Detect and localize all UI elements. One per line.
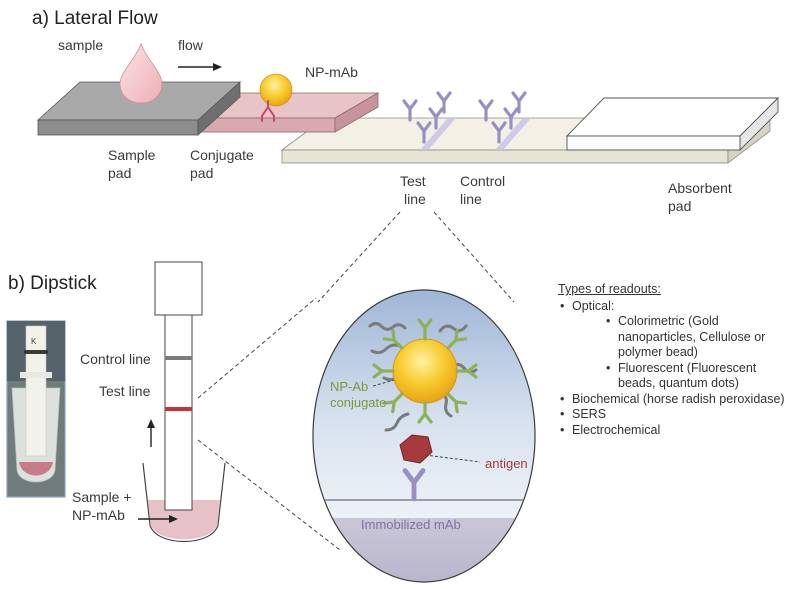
np-ab-label-1: NP-Ab <box>330 379 368 394</box>
zoom-guides <box>197 211 515 551</box>
dipstick-photo: K <box>6 320 66 498</box>
test-line-label: Test line <box>99 383 151 399</box>
sample-pad-label-2: pad <box>108 165 131 181</box>
flow-label: flow <box>178 37 204 53</box>
immobilized-mab-label: Immobilized mAb <box>361 517 461 532</box>
sample-label: sample <box>58 37 103 53</box>
wicking-arrow-icon <box>147 419 155 447</box>
readout-biochemical: Biochemical (horse radish peroxidase) <box>558 392 794 408</box>
flow-arrow-icon <box>178 63 222 71</box>
sample-pad-label-1: Sample <box>108 147 156 163</box>
absorbent-pad <box>565 96 780 152</box>
zoom-view <box>312 289 536 583</box>
readout-electrochemical: Electrochemical <box>558 423 794 439</box>
test-line-label-1: Test <box>400 173 426 189</box>
nanoparticle-icon <box>259 73 293 107</box>
dipstick-schematic <box>142 261 226 542</box>
readout-list: Types of readouts: Optical: Colorimetric… <box>558 282 794 438</box>
readout-sers: SERS <box>558 407 794 423</box>
readout-fluorescent: Fluorescent (Fluorescent beads, quantum … <box>558 361 794 392</box>
conjugate-pad-label-2: pad <box>190 165 213 181</box>
readout-title: Types of readouts: <box>558 282 661 296</box>
readout-optical: Optical: <box>558 299 794 315</box>
conjugate-pad-label-1: Conjugate <box>190 147 254 163</box>
np-antibody-icon <box>261 100 275 122</box>
sample-drop-icon <box>119 42 163 104</box>
antigen-label: antigen <box>485 456 528 471</box>
sample-np-label-1: Sample + <box>72 489 132 505</box>
readout-colorimetric: Colorimetric (Gold nanoparticles, Cellul… <box>558 314 794 361</box>
control-line-label-2: line <box>460 191 482 207</box>
control-line-label-1: Control <box>460 173 505 189</box>
sample-np-label-2: NP-mAb <box>72 507 125 523</box>
test-line-band <box>420 118 456 150</box>
panel-a-title: a) Lateral Flow <box>32 8 158 29</box>
control-line-band <box>495 118 531 150</box>
panel-b-title: b) Dipstick <box>8 273 97 294</box>
np-mab-label: NP-mAb <box>305 64 358 80</box>
np-ab-label-2: conjugate <box>330 395 386 410</box>
absorbent-pad-label-2: pad <box>668 198 691 214</box>
antigen-icon <box>399 434 433 464</box>
strip-label: K <box>31 337 37 346</box>
test-line-mark <box>165 407 192 411</box>
control-line-label: Control line <box>80 351 151 367</box>
absorbent-pad-label-1: Absorbent <box>668 180 732 196</box>
control-line-mark <box>165 356 192 360</box>
test-line-label-2: line <box>404 191 426 207</box>
sample-arrow-icon <box>138 515 178 523</box>
